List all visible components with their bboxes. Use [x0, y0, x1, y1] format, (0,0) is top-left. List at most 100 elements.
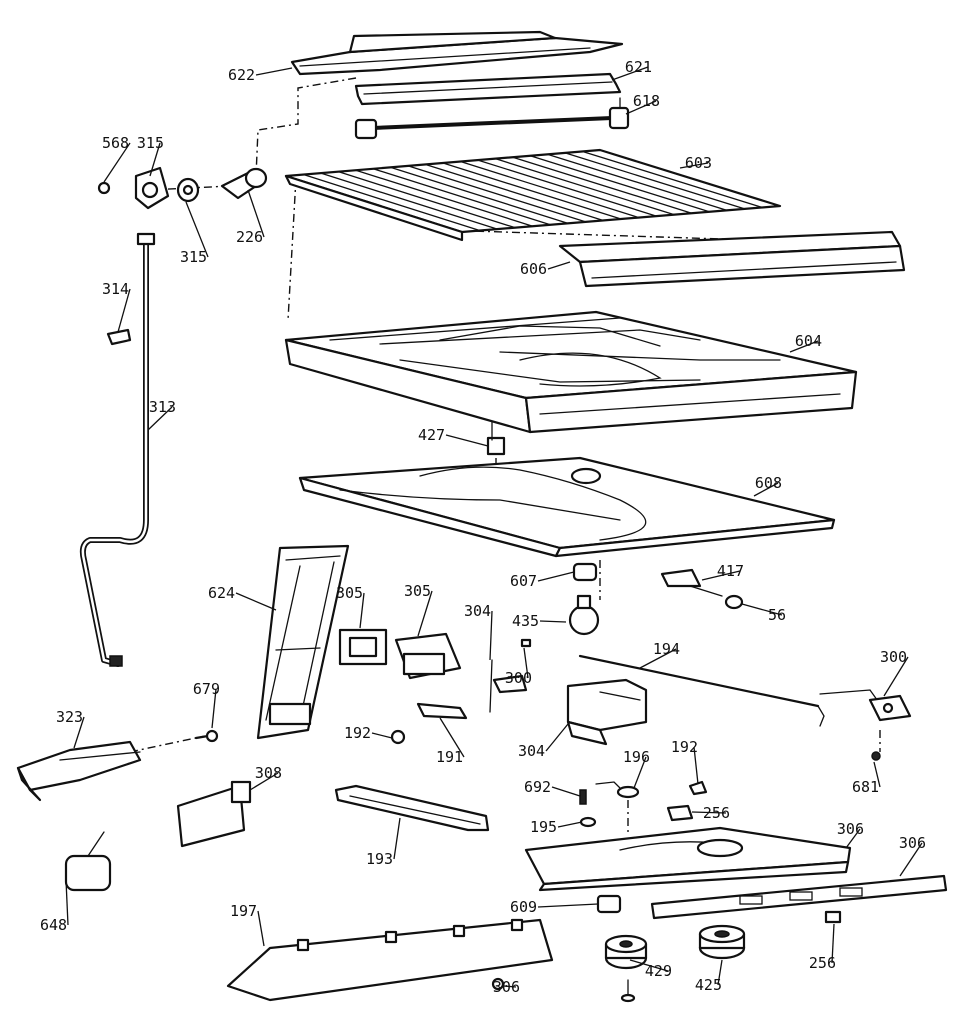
callout-label-c226: 226 — [236, 228, 263, 246]
leader-line-c604 — [789, 340, 819, 353]
callout-label-c305b: 305 — [404, 582, 431, 600]
part-56-nut — [724, 594, 744, 610]
shelf-rib — [442, 162, 622, 220]
part-427-clip — [486, 421, 506, 456]
leader-line-c194 — [639, 648, 677, 669]
leader-line-c304a — [489, 610, 493, 661]
leader-line-c417 — [701, 570, 741, 581]
part-306-housing — [524, 826, 852, 892]
leader-line-c226 — [247, 189, 265, 238]
callout-label-c56: 56 — [768, 606, 786, 624]
leader-line-c304b — [545, 723, 569, 752]
callout-label-c608: 608 — [755, 474, 782, 492]
callout-label-c417: 417 — [717, 562, 744, 580]
leader-line-c323 — [73, 716, 85, 749]
part-435-bulb — [568, 594, 600, 636]
leader-line-c306a — [845, 828, 861, 849]
callout-label-c306a: 306 — [837, 820, 864, 838]
shelf-rib — [564, 152, 746, 210]
part-609-switch — [596, 894, 622, 914]
callout-label-c305a: 305 — [336, 584, 363, 602]
leader-line-c692 — [551, 786, 581, 797]
callout-label-c692: 692 — [524, 778, 551, 796]
part-323-bracket — [16, 740, 142, 802]
leader-line-c603 — [679, 162, 709, 169]
leader-line-c568 — [103, 142, 131, 183]
callout-label-c313: 313 — [149, 398, 176, 416]
hinge-assembly — [97, 166, 268, 210]
leader-line-c256a — [691, 811, 727, 814]
leader-line-c679 — [211, 688, 217, 729]
part-681-screw — [871, 751, 881, 761]
callout-label-c306c: 306 — [493, 978, 520, 996]
callout-label-c609: 609 — [510, 898, 537, 916]
part-603-shelf — [284, 148, 782, 242]
callout-label-c306b: 306 — [899, 834, 926, 852]
leader-line-c425 — [717, 959, 723, 986]
callout-label-c607: 607 — [510, 572, 537, 590]
leader-line-c308 — [249, 772, 279, 791]
leader-line-c305b — [417, 590, 433, 637]
part-621-rail — [354, 72, 622, 106]
shelf-rib — [459, 160, 640, 219]
shelf-rib — [320, 172, 498, 230]
part-425-wheel — [698, 924, 746, 960]
part-429-wheel — [604, 934, 648, 1003]
callout-label-c304a: 304 — [464, 602, 491, 620]
leader-line-c608 — [753, 482, 779, 497]
callout-label-c304b: 304 — [518, 742, 545, 760]
part-196-pivot — [595, 781, 640, 799]
callout-label-c606: 606 — [520, 260, 547, 278]
shelf-rib — [477, 159, 657, 217]
callout-label-c300a: 300 — [880, 648, 907, 666]
callout-label-c618: 618 — [633, 92, 660, 110]
part-306-strip — [650, 874, 948, 920]
leader-line-c609 — [537, 903, 599, 908]
leader-line-c192a — [371, 732, 393, 739]
leader-line-c300b — [523, 647, 529, 679]
shelf-rib — [529, 155, 710, 213]
leader-line-c306b — [899, 842, 923, 877]
leader-line-c607 — [537, 571, 575, 582]
part-606-front-rail — [558, 230, 906, 288]
callout-label-c314: 314 — [102, 280, 129, 298]
callout-label-c435: 435 — [512, 612, 539, 630]
callout-label-c568: 568 — [102, 134, 129, 152]
leader-line-c435 — [539, 620, 567, 623]
leader-line-c429 — [629, 959, 669, 972]
leader-line-c621 — [611, 66, 649, 81]
callout-label-c192b: 192 — [671, 738, 698, 756]
leader-line-c681 — [873, 761, 881, 788]
shelf-rib — [337, 171, 516, 229]
callout-label-c603: 603 — [685, 154, 712, 172]
leader-line-c191 — [439, 717, 465, 758]
callout-label-c624: 624 — [208, 584, 235, 602]
leader-line-c648 — [65, 879, 69, 926]
part-624-bracket — [256, 544, 350, 740]
callout-label-c308: 308 — [255, 764, 282, 782]
part-604-cover-tray — [284, 310, 858, 434]
leader-line-c192b — [693, 746, 699, 785]
part-300-clip — [520, 638, 532, 648]
part-197-cover — [226, 918, 554, 1002]
part-304-switch — [489, 659, 528, 713]
part-256-clip — [666, 804, 694, 822]
leader-line-c196 — [633, 756, 647, 789]
callout-label-c679: 679 — [193, 680, 220, 698]
callout-label-c193: 193 — [366, 850, 393, 868]
leader-line-c306c — [503, 985, 517, 988]
shelf-rib — [372, 168, 551, 226]
part-193-duct — [334, 784, 490, 832]
shelf-rib — [390, 166, 569, 224]
part-305-frame — [338, 628, 388, 666]
part-195-washer — [579, 816, 597, 828]
part-607-socket — [572, 562, 598, 582]
part-306-grommet — [491, 977, 505, 991]
shelf-rib — [547, 153, 728, 211]
part-308-plate — [176, 780, 252, 848]
leader-line-c315b — [185, 201, 209, 258]
shelf-rib — [581, 150, 763, 209]
leader-line-c300a — [883, 656, 909, 697]
shelf-rib — [355, 169, 534, 227]
